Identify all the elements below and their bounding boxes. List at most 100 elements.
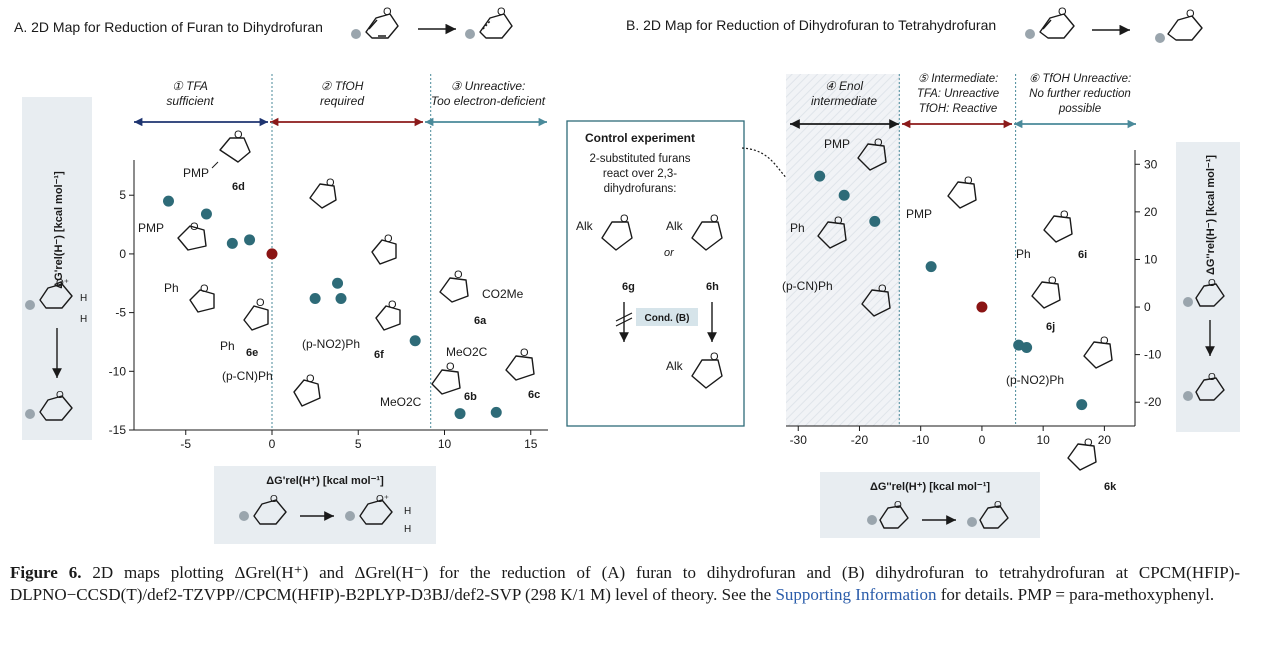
panel-a-x-axis-label: ΔG'rel(H⁺) [kcal mol⁻¹]	[266, 475, 384, 487]
x-tick-label: -10	[912, 433, 930, 447]
svg-text:PMP: PMP	[824, 137, 850, 151]
region-5-label: ⑤ Intermediate:	[918, 73, 999, 85]
y-tick-label: 20	[1144, 205, 1158, 219]
label-6i: 6i	[1078, 249, 1087, 261]
data-point	[266, 248, 278, 260]
label-6h: 6h	[706, 281, 719, 293]
svg-text:Ph: Ph	[790, 221, 805, 235]
svg-text:O: O	[520, 347, 529, 359]
x-tick-label: -5	[180, 437, 191, 451]
region-3-sublabel: Too electron-deficient	[431, 94, 546, 108]
region-3-label: ③ Unreactive:	[451, 79, 526, 93]
svg-text:No further reduction: No further reduction	[1029, 88, 1131, 100]
svg-text:O: O	[270, 494, 278, 505]
label-6f: 6f	[374, 349, 384, 361]
panel-b-header-scheme: O O	[1025, 6, 1203, 43]
svg-text:Ph: Ph	[1016, 247, 1031, 261]
svg-text:O: O	[454, 269, 463, 281]
svg-text:O: O	[497, 6, 506, 18]
svg-text:O: O	[256, 297, 265, 309]
panel-a-structures: O PMP 6d PMP O O Ph O O Ph 6e (p-CN)Ph O…	[138, 129, 540, 409]
svg-text:PMP: PMP	[138, 221, 164, 235]
svg-text:O: O	[878, 283, 887, 295]
svg-text:(p-CN)Ph: (p-CN)Ph	[222, 369, 273, 383]
panel-b-y-legend: ΔG''rel(H⁻) [kcal mol⁻¹] O O	[1176, 142, 1240, 432]
data-point	[1021, 341, 1033, 353]
svg-text:H: H	[80, 314, 87, 325]
svg-text:Alk: Alk	[666, 219, 684, 233]
data-point	[332, 277, 344, 289]
svg-text:O⁺: O⁺	[376, 494, 389, 505]
y-tick-label: -10	[1144, 348, 1162, 362]
data-point	[454, 408, 466, 420]
svg-text:H: H	[404, 506, 411, 517]
figure-caption: Figure 6. 2D maps plotting ΔGrel(H⁺) and…	[10, 562, 1240, 606]
region-6-label: ⑥ TfOH Unreactive:	[1029, 73, 1131, 85]
y-tick-label: 5	[119, 188, 126, 202]
data-point	[335, 293, 347, 305]
svg-text:O: O	[388, 299, 397, 311]
label-6e: 6e	[246, 347, 258, 359]
svg-text:O: O	[710, 351, 719, 363]
svg-text:react over 2,3-: react over 2,3-	[603, 168, 677, 180]
svg-text:O: O	[56, 390, 64, 401]
region-1-label: ① TFA	[172, 79, 208, 93]
supporting-info-link[interactable]: Supporting Information	[775, 585, 937, 604]
label-6a: 6a	[474, 315, 487, 327]
svg-text:H: H	[404, 524, 411, 535]
svg-text:O: O	[1058, 6, 1067, 18]
data-point	[309, 293, 321, 305]
svg-text:Alk: Alk	[576, 219, 594, 233]
svg-text:O: O	[994, 500, 1002, 511]
region-2-label: ② TfOH	[321, 79, 364, 93]
data-point	[490, 406, 502, 418]
x-tick-label: 0	[269, 437, 276, 451]
region-4-sublabel: intermediate	[811, 94, 877, 108]
label-6c: 6c	[528, 389, 540, 401]
svg-text:O: O	[1186, 8, 1195, 20]
svg-text:O: O	[200, 283, 209, 295]
data-point	[244, 234, 256, 246]
x-tick-label: 15	[524, 437, 538, 451]
data-point	[925, 261, 937, 273]
label-6d: 6d	[232, 181, 245, 193]
svg-text:O: O	[190, 221, 199, 233]
svg-text:Ph: Ph	[164, 281, 179, 295]
caption-label: Figure 6.	[10, 563, 82, 582]
svg-text:TFA: Unreactive: TFA: Unreactive	[917, 88, 999, 100]
svg-text:Ph: Ph	[220, 339, 235, 353]
svg-text:O: O	[1208, 372, 1216, 383]
control-title: Control experiment	[585, 131, 695, 145]
svg-text:O: O	[874, 137, 883, 149]
svg-text:MeO2C: MeO2C	[380, 395, 422, 409]
cond-b-label: Cond. (B)	[645, 313, 690, 324]
region-4-shading	[786, 74, 900, 426]
x-tick-label: -30	[790, 433, 808, 447]
svg-text:O: O	[306, 373, 315, 385]
figure-canvas: A. 2D Map for Reduction of Furan to Dihy…	[14, 6, 1240, 544]
svg-text:O: O	[1048, 275, 1057, 287]
svg-text:Alk: Alk	[666, 359, 684, 373]
svg-text:(p-CN)Ph: (p-CN)Ph	[782, 279, 833, 293]
svg-text:TfOH: Reactive: TfOH: Reactive	[919, 103, 998, 115]
svg-text:PMP: PMP	[183, 166, 209, 180]
panel-b-y-axis-label: ΔG''rel(H⁻) [kcal mol⁻¹]	[1205, 155, 1217, 275]
x-tick-label: 20	[1098, 433, 1112, 447]
region-4-label: ④ Enol	[825, 79, 863, 93]
svg-text:O: O	[234, 129, 243, 141]
svg-text:O: O	[834, 215, 843, 227]
y-tick-label: -20	[1144, 395, 1162, 409]
data-point	[838, 189, 850, 201]
data-point	[1076, 399, 1088, 411]
x-tick-label: 10	[1036, 433, 1050, 447]
panel-b: B. 2D Map for Reduction of Dihydrofuran …	[626, 6, 1240, 538]
x-tick-label: 0	[979, 433, 986, 447]
svg-text:dihydrofurans:: dihydrofurans:	[604, 183, 677, 195]
caption-end: for details. PMP = para-methoxyphenyl.	[940, 585, 1215, 604]
panel-a-title: A. 2D Map for Reduction of Furan to Dihy…	[14, 19, 323, 35]
y-tick-label: 10	[1144, 252, 1158, 266]
data-point	[163, 195, 174, 207]
svg-text:O: O	[894, 500, 902, 511]
svg-text:O: O	[620, 213, 629, 225]
